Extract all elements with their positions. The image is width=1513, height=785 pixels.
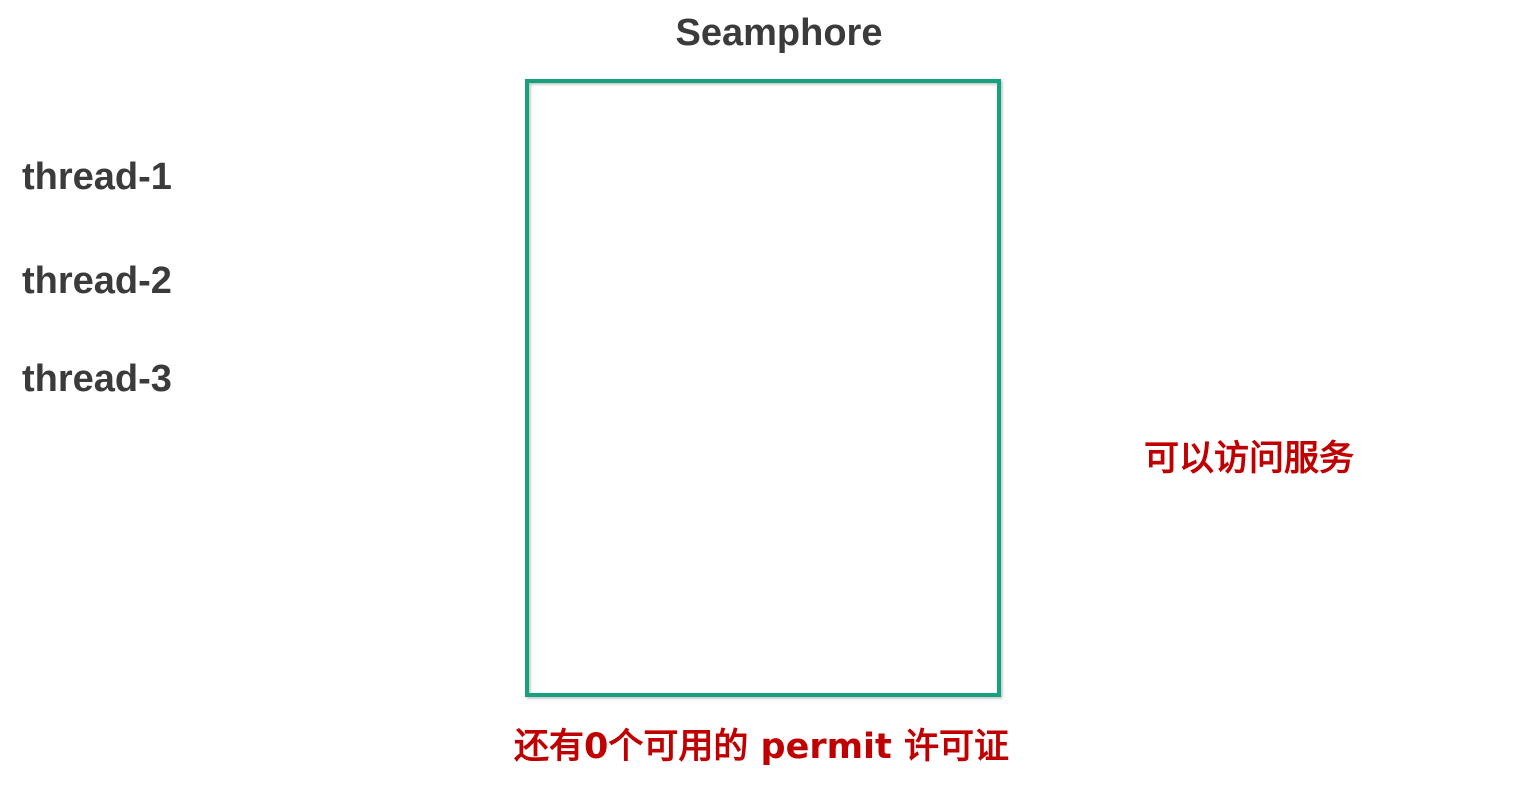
semaphore-box [525,79,1001,697]
thread-1-label: thread-1 [22,156,172,198]
service-access-note: 可以访问服务 [1144,439,1355,479]
thread-2-label: thread-2 [22,260,172,302]
diagram-title: Seamphore [675,12,883,54]
thread-3-label: thread-3 [22,358,172,400]
permit-count-note: 还有0个可用的 permit 许可证 [514,727,1009,767]
